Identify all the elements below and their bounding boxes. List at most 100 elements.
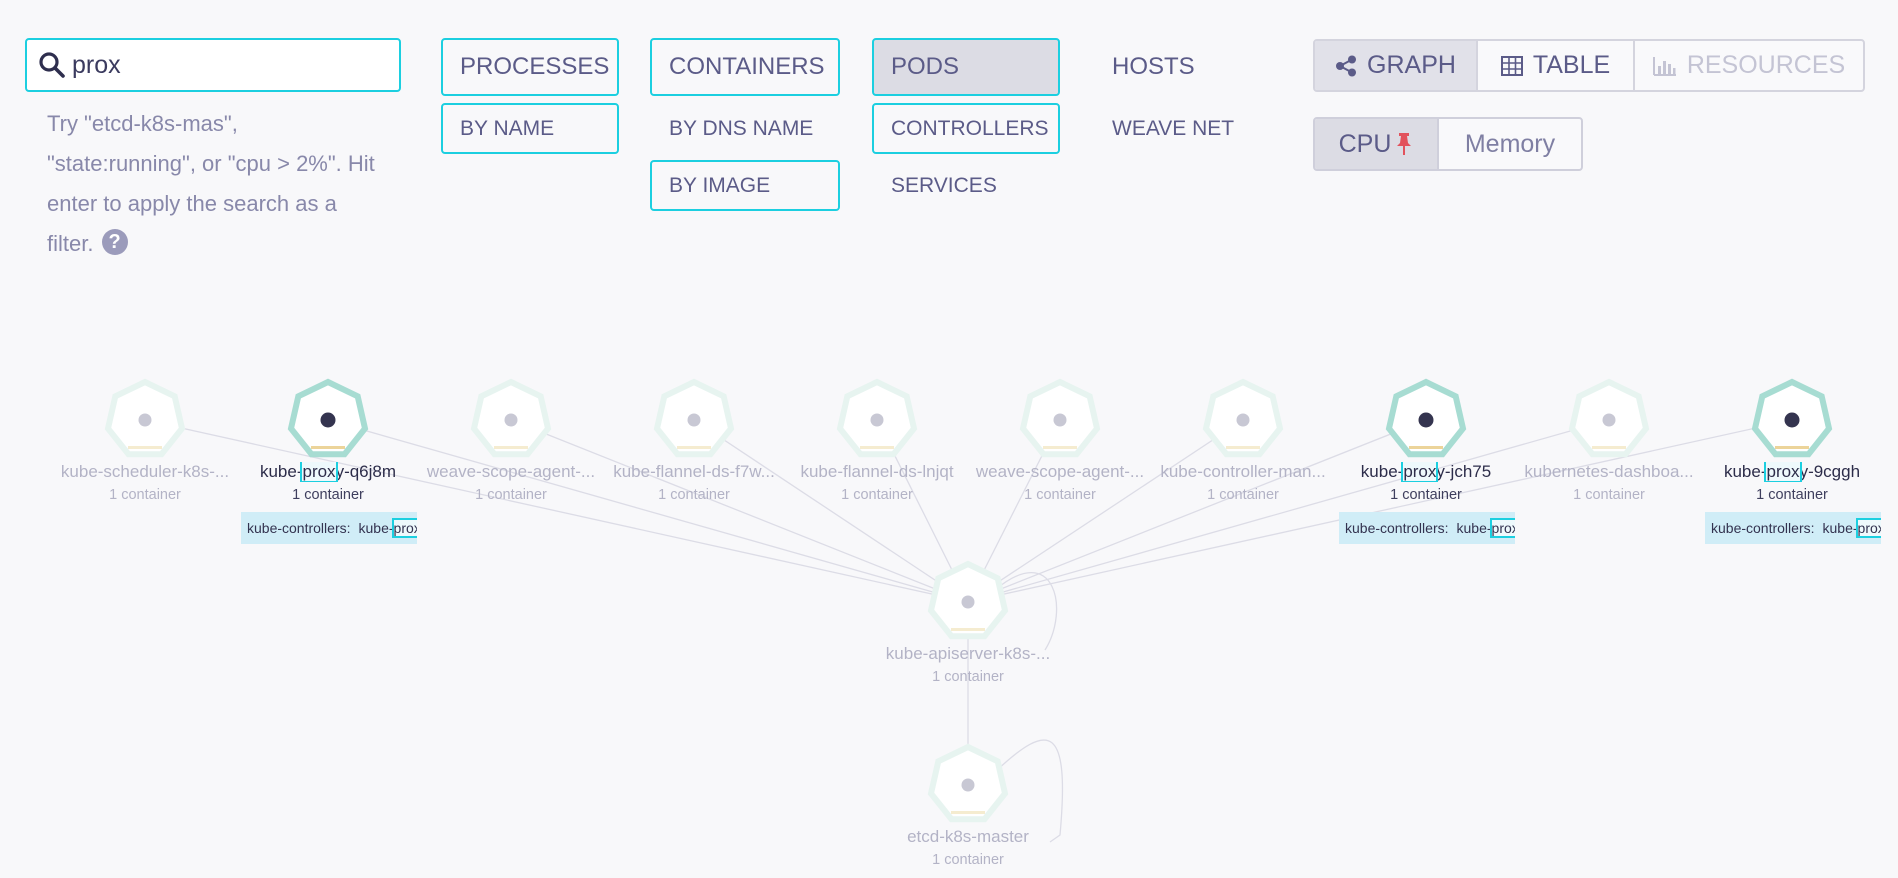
- node-label-prefix: kube-: [1723, 462, 1767, 481]
- match-key: kube-controllers:: [1345, 520, 1449, 536]
- node-label[interactable]: kube-flannel-ds-lnjqt: [800, 462, 954, 481]
- cpu-usage-bar: [1409, 446, 1443, 449]
- node-container-count: 1 container: [1024, 487, 1096, 503]
- node-label[interactable]: kube-proxy-jch75: [1331, 462, 1521, 482]
- topology-containers-by-dns-name[interactable]: BY DNS NAME: [669, 116, 814, 140]
- node-label[interactable]: kube-proxy-9cggh: [1697, 462, 1887, 482]
- node-label[interactable]: kube-proxy-q6j8m: [233, 462, 423, 482]
- cpu-usage-bar: [311, 446, 345, 449]
- search-match-highlight: prox: [1855, 518, 1881, 538]
- topology-pods[interactable]: PODS: [872, 38, 1060, 96]
- pod-node[interactable]: [287, 378, 369, 458]
- topology-pods-services[interactable]: SERVICES: [891, 173, 997, 197]
- cpu-usage-bar: [494, 446, 528, 449]
- edge: [693, 419, 969, 603]
- pod-node-center: [1418, 412, 1434, 428]
- node-container-count: 1 container: [658, 487, 730, 503]
- pod-node-center: [320, 412, 336, 428]
- search-match-tag: kube-controllers: kube-prox: [1339, 512, 1515, 544]
- pod-node[interactable]: [653, 378, 735, 458]
- cpu-usage-bar: [1775, 446, 1809, 449]
- node-label-suffix: y-9cggh: [1799, 462, 1861, 481]
- match-value-text: kube-: [1456, 520, 1492, 536]
- edge: [327, 419, 969, 603]
- pod-node-center: [504, 413, 518, 427]
- node-label[interactable]: weave-scope-agent-...: [975, 462, 1145, 481]
- pod-node[interactable]: [927, 560, 1009, 640]
- cpu-usage-bar: [860, 446, 894, 449]
- node-container-count: 1 container: [292, 487, 364, 503]
- topology-pods-controllers[interactable]: CONTROLLERS: [872, 103, 1060, 154]
- edge: [967, 419, 1610, 603]
- match-value: kube-prox: [1456, 518, 1515, 538]
- match-value-text: kube-: [1822, 520, 1858, 536]
- topology-hosts-weave-net[interactable]: WEAVE NET: [1112, 116, 1235, 140]
- cpu-usage-bar: [128, 446, 162, 449]
- node-label[interactable]: kubernetes-dashboa...: [1524, 462, 1694, 481]
- topology-processes-by-name[interactable]: BY NAME: [441, 103, 619, 154]
- pod-node[interactable]: [1751, 378, 1833, 458]
- pod-node[interactable]: [836, 378, 918, 458]
- node-label[interactable]: etcd-k8s-master: [907, 827, 1029, 846]
- node-container-count: 1 container: [1756, 487, 1828, 503]
- help-icon[interactable]: ?: [101, 229, 128, 255]
- memory-metric-button[interactable]: Memory: [1464, 129, 1556, 158]
- pod-node-center: [1784, 412, 1800, 428]
- topology-hosts[interactable]: HOSTS: [1112, 53, 1195, 80]
- pod-node-center: [870, 413, 884, 427]
- pod-node-center: [961, 778, 975, 792]
- search-match-highlight: prox: [391, 518, 417, 538]
- pod-node[interactable]: [104, 378, 186, 458]
- search-icon: [39, 52, 65, 78]
- pod-node-center: [961, 595, 975, 609]
- edge-self-loop: [994, 739, 1064, 843]
- node-label-prefix: kube-: [1360, 462, 1404, 481]
- pod-node[interactable]: [470, 378, 552, 458]
- cpu-metric-button[interactable]: CPU: [1315, 119, 1439, 169]
- graph-view-label: GRAPH: [1367, 51, 1456, 79]
- pin-icon: [1397, 133, 1412, 155]
- search-match-highlight: prox: [1764, 462, 1802, 482]
- node-container-count: 1 container: [475, 487, 547, 503]
- table-view-label: TABLE: [1532, 51, 1611, 79]
- match-value: kube-prox: [358, 518, 417, 538]
- pod-node-center: [1602, 413, 1616, 427]
- share-graph-icon: [1336, 55, 1357, 76]
- bar-chart-icon: [1652, 56, 1676, 76]
- node-container-count: 1 container: [841, 487, 913, 503]
- topology-processes[interactable]: PROCESSES: [441, 38, 619, 96]
- node-label[interactable]: kube-scheduler-k8s-...: [60, 462, 230, 481]
- topology-containers-by-image[interactable]: BY IMAGE: [650, 160, 840, 211]
- edge: [144, 419, 969, 603]
- cpu-usage-bar: [951, 811, 985, 814]
- node-label-suffix: y-q6j8m: [335, 462, 397, 481]
- node-label[interactable]: kube-controller-man...: [1160, 462, 1326, 481]
- metric-selector: CPU Memory: [1313, 117, 1583, 171]
- pod-node[interactable]: [1019, 378, 1101, 458]
- pod-node[interactable]: [927, 743, 1009, 823]
- table-view-button[interactable]: TABLE: [1478, 41, 1635, 90]
- node-container-count: 1 container: [932, 852, 1004, 868]
- node-label[interactable]: weave-scope-agent-...: [426, 462, 596, 481]
- topology-containers[interactable]: CONTAINERS: [650, 38, 840, 96]
- search-input[interactable]: [72, 48, 392, 82]
- node-label[interactable]: kube-flannel-ds-f7w...: [613, 462, 775, 481]
- cpu-usage-bar: [1226, 446, 1260, 449]
- resources-view-button[interactable]: RESOURCES: [1635, 41, 1863, 90]
- edge: [967, 419, 1427, 603]
- node-container-count: 1 container: [932, 669, 1004, 685]
- pod-node-center: [1053, 413, 1067, 427]
- graph-view-button[interactable]: GRAPH: [1315, 41, 1478, 90]
- match-value-text: kube-: [358, 520, 394, 536]
- pod-node[interactable]: [1568, 378, 1650, 458]
- cpu-usage-bar: [677, 446, 711, 449]
- cpu-usage-bar: [951, 628, 985, 631]
- pod-node[interactable]: [1385, 378, 1467, 458]
- edge: [967, 419, 1793, 603]
- edge: [510, 419, 969, 603]
- node-label[interactable]: kube-apiserver-k8s-...: [885, 644, 1051, 663]
- pod-node-center: [138, 413, 152, 427]
- node-label-prefix: kube-: [259, 462, 303, 481]
- pod-node[interactable]: [1202, 378, 1284, 458]
